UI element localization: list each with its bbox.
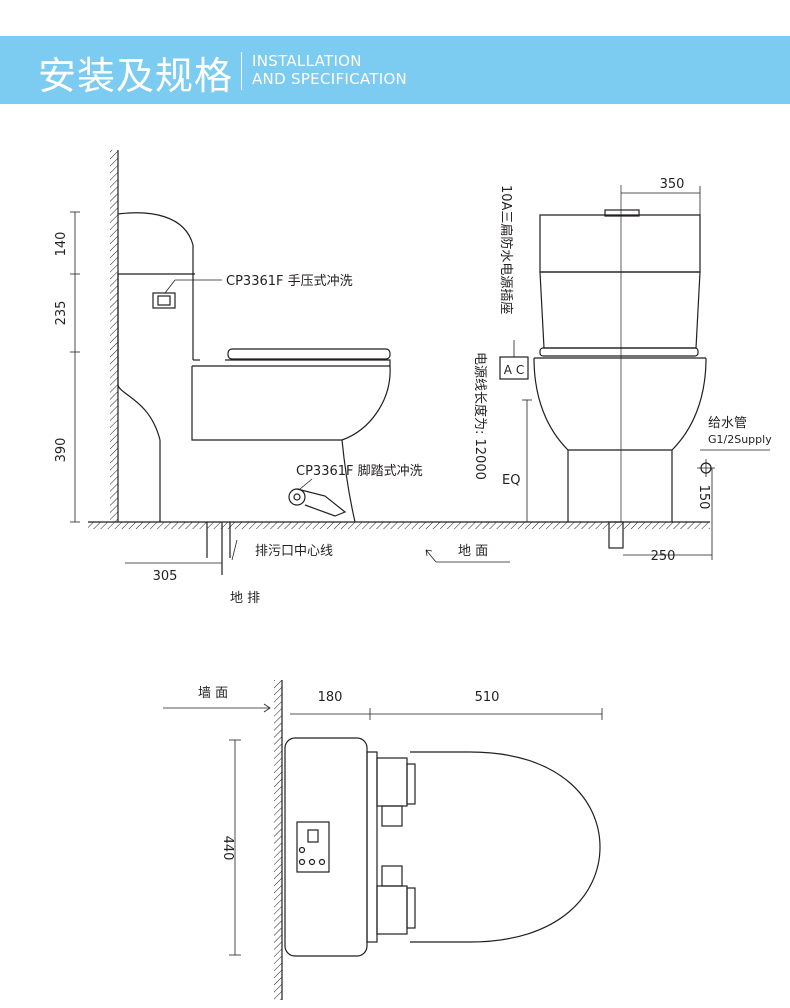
foot-pedal-roll-center [293,493,301,501]
front-lid [539,347,699,357]
top-view [163,680,603,1000]
wall-arrow-head-icon [263,703,271,713]
side-body-back [117,274,161,522]
eq-label: EQ [502,473,520,488]
control-button-icon-4 [318,858,326,866]
side-seat [192,359,391,367]
hinge-lower-cap [406,887,416,929]
hinge-lower [376,885,408,935]
control-button-icon-1 [298,846,306,854]
floor-drain-label: 地 排 [230,591,260,606]
front-view [499,185,770,560]
front-tank-lower [539,271,701,349]
drain-label-leader [231,539,238,561]
seat-hinge-block [366,751,378,943]
wall-label: 墙 面 [198,686,228,701]
drain-center-label: 排污口中心线 [255,544,333,559]
bowl-length-dim-text: 510 [475,690,500,705]
header-banner: 安装及规格 INSTALLATION AND SPECIFICATION [0,36,790,104]
control-display-icon [307,829,319,843]
header-title-en-line1: INSTALLATION [252,52,362,70]
header-title-en-line2: AND SPECIFICATION [252,70,408,88]
control-button-icon-2 [298,858,306,866]
water-supply-spec: G1/2Supply [708,433,772,446]
side-view [70,150,710,575]
front-tank-upper [539,214,701,273]
top-bowl-outline [410,751,601,943]
top-width-dim-text: 440 [220,836,235,861]
control-button-icon-3 [308,858,316,866]
hinge-upper-foot [381,805,403,827]
foot-pedal-lever [296,488,347,517]
top-wall-hatch [274,680,282,1000]
side-tank-outline [117,212,194,360]
water-pipe-label: 给水管 [708,416,747,431]
side-dim-top-text: 140 [54,232,69,257]
floor-arrow-head-icon [425,549,433,557]
socket-label: 10A三扁防水电源插座 [498,185,514,314]
control-panel [296,821,330,873]
hinge-lower-foot [381,865,403,887]
floor-leader-arrow [425,549,437,563]
water-offset-dim-text: 250 [651,549,676,564]
floor-hatch [88,522,710,529]
front-drain-pipe [608,521,624,549]
foot-flush-label: CP3361F 脚踏式冲洗 [296,463,423,479]
side-flush-button-icon [152,292,176,309]
side-bowl-front [341,365,391,441]
cord-label: 电源线长度为: 12000 [472,352,488,480]
drain-dim-text: 305 [153,569,178,584]
hand-flush-leader-tip [164,279,176,294]
foot-pedal-roll-icon [288,488,306,506]
side-flush-button-inner [157,295,171,306]
front-pedestal [567,450,673,522]
side-wall-hatch [110,150,118,522]
front-tank-button [604,209,640,217]
ac-label: A C [504,363,524,377]
water-height-dim-text: 150 [696,485,711,510]
side-bowl-base [191,366,356,523]
side-lid [227,348,391,360]
floor-label: 地 面 [458,544,488,559]
tank-depth-dim-text: 180 [318,690,343,705]
hinge-upper [376,757,408,807]
header-separator [241,52,242,90]
hand-flush-label: CP3361F 手压式冲洗 [226,274,353,289]
front-width-dim-text: 350 [660,177,685,192]
front-bowl [533,357,707,451]
header-title-cn: 安装及规格 [38,54,234,98]
side-dim-bottom-text: 390 [54,438,69,463]
hinge-upper-cap [406,763,416,805]
side-dim-mid-text: 235 [54,301,69,326]
foot-flush-leader [299,478,313,490]
